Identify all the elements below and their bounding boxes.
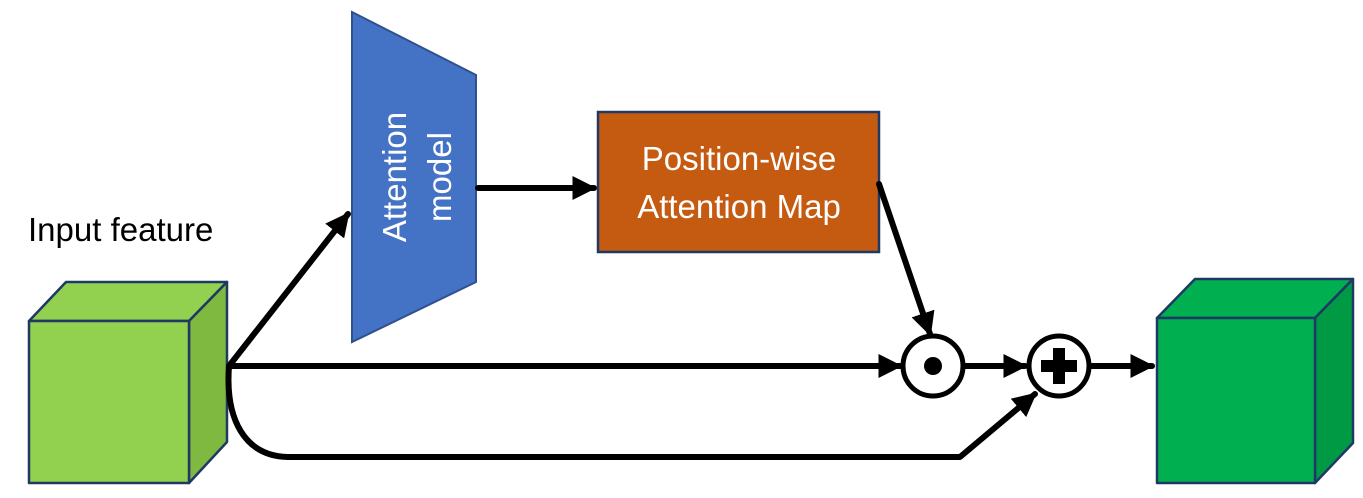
plus-vertical-icon — [1053, 348, 1065, 384]
input-cube-front — [27, 319, 191, 485]
product-dot-icon — [924, 357, 942, 375]
elementwise-product-operator — [900, 333, 966, 399]
attention-map-label-line2: Attention Map — [637, 188, 841, 225]
attention-model-block — [351, 10, 477, 344]
attention-map-block — [596, 110, 881, 254]
sum-operator — [1026, 333, 1092, 399]
arrow-skip-connection — [225, 363, 1038, 460]
attention-model-label-line1: Attention — [376, 112, 413, 242]
output-cube-front — [1155, 316, 1317, 485]
input-feature-label: Input feature — [28, 211, 213, 248]
output-feature-cube — [1155, 277, 1355, 485]
attention-map-label-line1: Position-wise — [642, 140, 836, 177]
input-feature-cube — [27, 280, 229, 485]
arrow-input-to-attention-model — [226, 211, 351, 369]
attention-model-label-line2: model — [421, 132, 458, 222]
arrow-map-to-product — [876, 181, 935, 337]
